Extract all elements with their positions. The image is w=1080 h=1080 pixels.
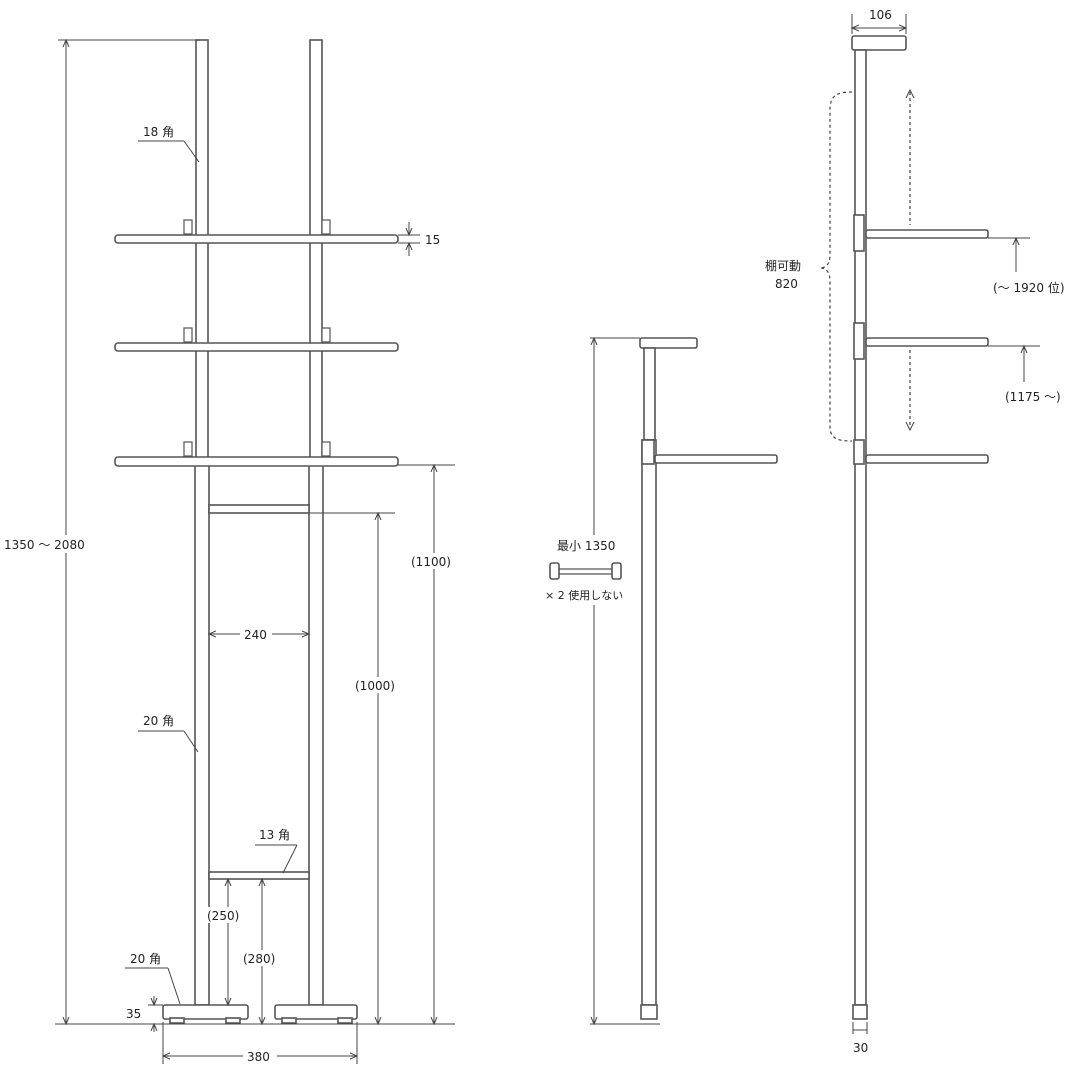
max-bracket-low	[853, 439, 865, 465]
min-height-label: 最小 1350	[557, 539, 615, 553]
min-top-cap	[639, 337, 698, 349]
upper-crossbar	[208, 504, 310, 514]
min-bracket	[641, 439, 655, 465]
lower-crossbar	[208, 871, 310, 880]
total-height-label: 1350 ～ 2080	[4, 538, 85, 552]
max-foot	[852, 1004, 868, 1020]
max-pole	[854, 49, 867, 1006]
min-foot	[640, 1004, 658, 1020]
shelf-middle	[114, 342, 399, 352]
bottom-range-label: (1175 ～)	[1005, 390, 1061, 404]
inner-width-label: 240	[244, 628, 267, 642]
min-lower-pole	[641, 439, 657, 1006]
upper-tube-label: 18 角	[143, 125, 174, 139]
max-shelf-top	[865, 229, 989, 239]
max-shelf-mid	[865, 337, 989, 347]
front-view: 1350 ～ 2080 18 角 15 (1100) (1000) 240 20…	[4, 40, 460, 1064]
lower-crossbar-height-label: (250)	[207, 909, 239, 923]
adjust-label-line2: 820	[775, 277, 798, 291]
min-note: × 2 使用しない	[545, 589, 623, 602]
foot-width-label: 30	[853, 1041, 868, 1055]
foot-tube-label: 20 角	[130, 952, 161, 966]
base-width-label: 380	[247, 1050, 270, 1064]
cap-width-label: 106	[869, 8, 892, 22]
top-range-label: (～ 1920 位)	[993, 280, 1065, 295]
pole-tube-label: 20 角	[143, 714, 174, 728]
crossbar-tube-label: 13 角	[259, 828, 290, 842]
bottom-shelf-height-label: (1100)	[411, 555, 451, 569]
shelf-thickness-label: 15	[425, 233, 440, 247]
side-view-min: 最小 1350 × 2 使用しない	[545, 337, 778, 1024]
min-upper-pole	[643, 347, 656, 441]
left-lower-pole	[194, 464, 210, 1006]
upper-crossbar-height-label: (1000)	[355, 679, 395, 693]
shelf-bottom	[114, 456, 399, 467]
left-upper-pole	[195, 39, 209, 466]
min-shelf	[654, 454, 778, 464]
max-bracket-mid	[853, 322, 865, 360]
side-view-max: 106 棚可動 820 (～ 1920 位) (1175 ～) 30	[765, 8, 1065, 1055]
max-shelf-low	[865, 454, 989, 464]
adjust-label-line1: 棚可動	[765, 258, 801, 273]
max-top-cap	[851, 35, 907, 51]
max-bracket-top	[853, 214, 865, 252]
spacer-bar-illustration	[549, 562, 622, 580]
foot-height-label: 35	[126, 1007, 141, 1021]
adjust-range-brace	[819, 91, 853, 442]
right-foot	[274, 1004, 358, 1020]
lower-crossbar-height-2-label: (280)	[243, 952, 275, 966]
left-foot	[162, 1004, 249, 1020]
right-lower-pole	[308, 464, 324, 1006]
right-upper-pole	[309, 39, 323, 466]
shelf-bolts	[183, 219, 331, 457]
shelf-top	[114, 234, 399, 244]
